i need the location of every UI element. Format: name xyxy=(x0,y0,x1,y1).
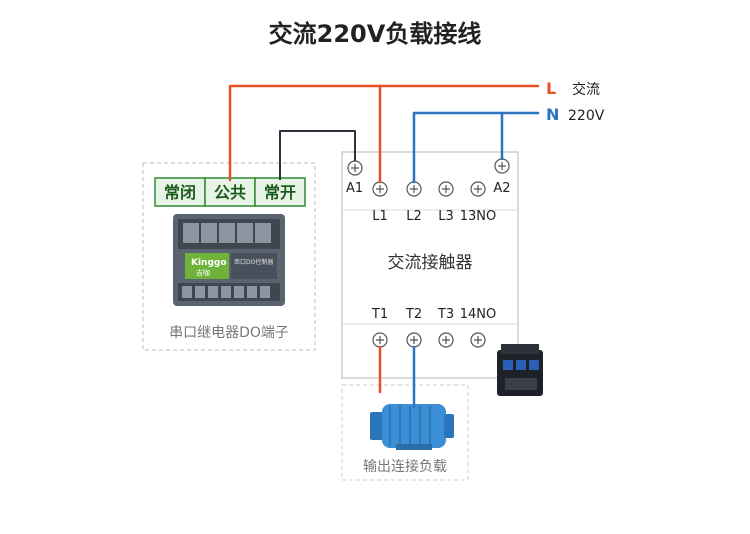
label-a2: A2 xyxy=(493,181,510,196)
label-a1: A1 xyxy=(346,181,363,196)
power-n-label: N xyxy=(546,105,559,124)
power-l-label: L xyxy=(546,79,556,98)
label-l2: L2 xyxy=(406,209,422,224)
terminal-com-label: 公共 xyxy=(214,183,246,202)
terminal-no-label: 常开 xyxy=(264,183,296,202)
contactor-name: 交流接触器 xyxy=(388,253,473,273)
power-l-text: 交流 xyxy=(572,81,600,98)
contactor-bottom-terminals xyxy=(372,332,486,348)
label-l1: L1 xyxy=(372,209,388,224)
wire-neutral xyxy=(412,111,540,409)
relay-module-caption: 串口继电器DO端子 xyxy=(169,325,289,341)
terminal-nc-label: 常闭 xyxy=(164,183,196,202)
label-t2: T2 xyxy=(405,307,422,322)
label-t1: T1 xyxy=(371,307,388,322)
terminal-box-com xyxy=(204,177,256,207)
load-caption: 输出连接负载 xyxy=(363,458,447,475)
contactor-photo xyxy=(497,344,543,396)
label-14no: 14NO xyxy=(460,307,497,322)
brand-cn-text: 吉咖 xyxy=(196,268,210,277)
load-outline xyxy=(341,384,469,481)
label-t3: T3 xyxy=(437,307,454,322)
wire-neutral-to-l2 xyxy=(412,111,540,184)
brand-panel xyxy=(185,253,229,279)
wire-live xyxy=(228,84,540,394)
contactor-top-terminals xyxy=(347,158,510,197)
motor-icon xyxy=(370,404,454,450)
label-l3: L3 xyxy=(438,209,454,224)
wire-control-no-to-a1 xyxy=(279,130,356,180)
power-n-text: 220V xyxy=(568,108,605,124)
contactor-body xyxy=(341,151,519,379)
page-title: 交流220V负载接线 xyxy=(269,20,482,48)
panel-text: 串口DO控制器 xyxy=(234,258,273,266)
relay-module-device: Kinggo 吉咖 串口DO控制器 xyxy=(173,214,285,306)
brand-logo-text: Kinggo xyxy=(191,258,227,268)
wire-live-to-relay-com xyxy=(228,84,540,182)
relay-terminal-strip: 常闭 公共 常开 xyxy=(154,177,306,207)
label-13no: 13NO xyxy=(460,209,497,224)
